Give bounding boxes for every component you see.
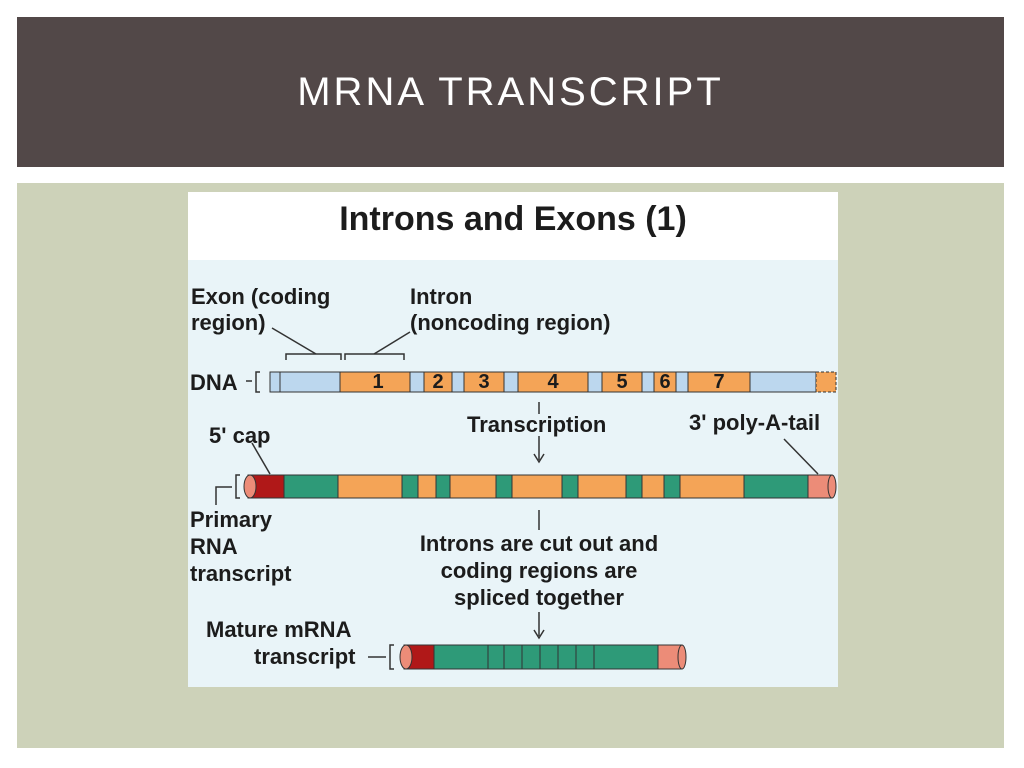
exon-label-line2: region) [191,310,266,335]
mature-bracket [368,644,394,670]
figure-title: Introns and Exons (1) [339,200,687,238]
splicing-text-line2: coding regions are [440,558,638,583]
polya-label: 3' poly-A-tail [689,410,821,435]
intron-number-6: 6 [659,371,671,393]
intron-number-3: 3 [478,371,490,393]
slide-title: MRNA TRANSCRIPT [297,69,724,114]
mature-mrna-transcript [399,644,687,670]
intron-number-1: 1 [372,371,384,393]
exon-label: Exon (coding [191,284,331,309]
intron-number-4: 4 [547,371,559,393]
transcription-arrowhead [533,453,545,464]
slide-title-bar: MRNA TRANSCRIPT [17,17,1004,167]
splicing-text-line1: Introns are cut out and [419,531,659,556]
exon-leader-line [271,327,317,355]
dna-bracket [246,371,260,393]
intron-leader-line [373,331,411,355]
splicing-arrowhead [533,629,545,640]
primary-label-line2: RNA [190,534,238,559]
intron-label: Intron [410,284,473,309]
figure-header [188,192,838,260]
splicing-text-line3: spliced together [454,585,624,610]
exon-brace [285,353,405,360]
primary-bracket [215,474,240,505]
transcription-label: Transcription [467,412,607,437]
intron-number-7: 7 [713,371,725,393]
primary-rna-transcript [243,474,837,499]
primary-label-line3: transcript [190,561,292,586]
cap-leader-line [251,442,271,475]
introns-exons-figure: Introns and Exons (1) [188,192,838,687]
intron-label-line2: (noncoding region) [410,310,611,335]
mature-label-line2: transcript [254,644,356,669]
mature-label-line1: Mature mRNA [206,617,352,642]
polya-leader-line [783,438,819,475]
dna-strand [269,371,837,393]
dna-label: DNA [190,370,238,395]
primary-label-line1: Primary [190,507,272,532]
intron-number-5: 5 [616,371,628,393]
cap-label: 5' cap [209,423,271,448]
diagram-graphic [215,327,837,670]
intron-number-2: 2 [432,371,444,393]
